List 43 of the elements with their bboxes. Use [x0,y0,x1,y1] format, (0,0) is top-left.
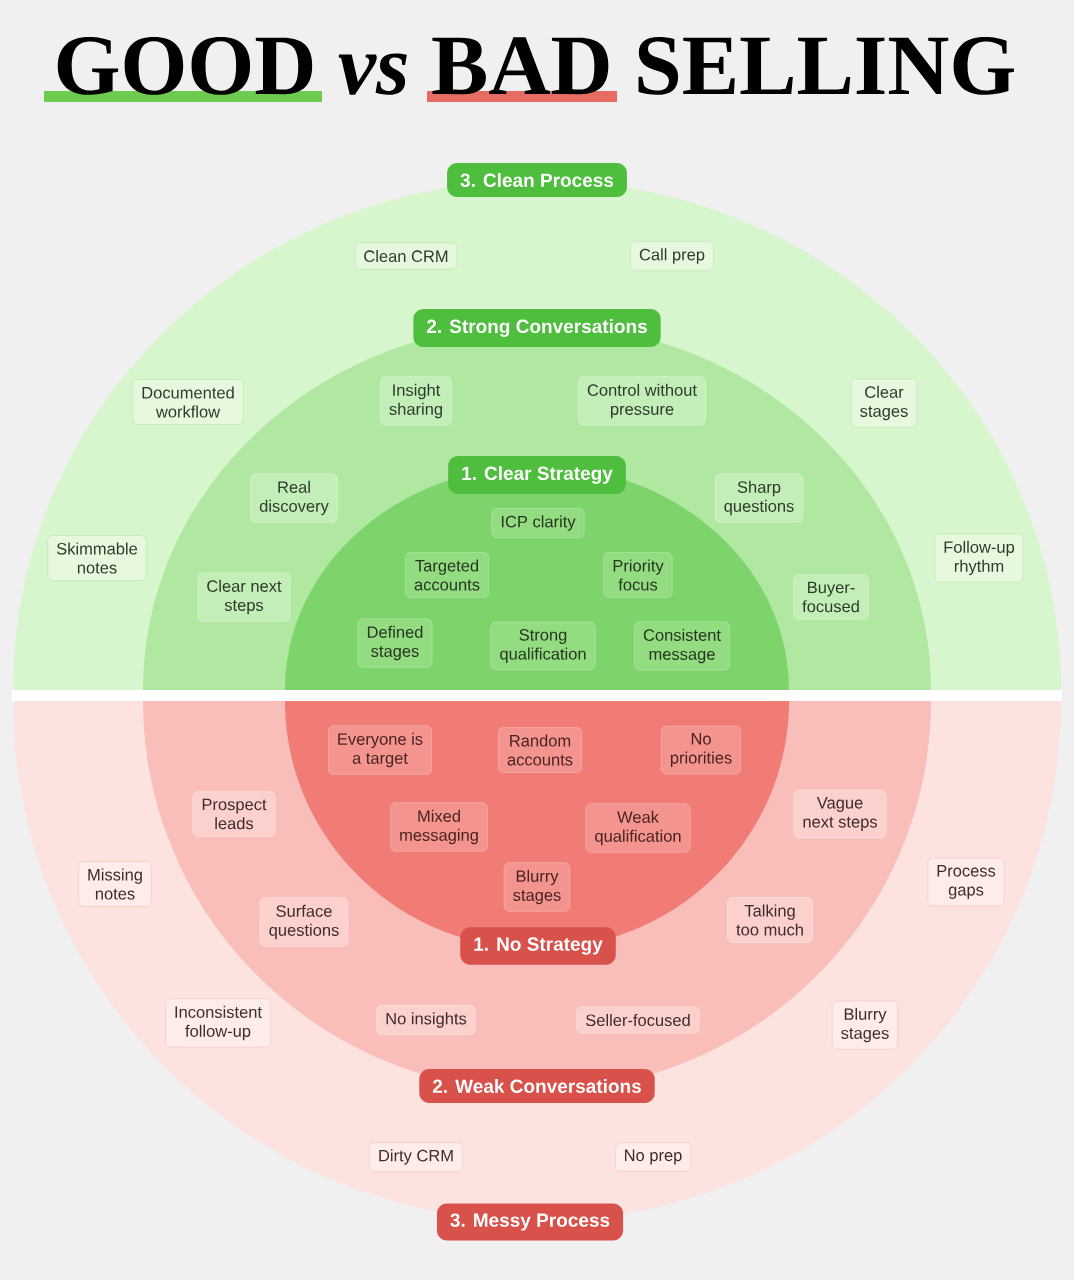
section-badge: 3. Clean Process [447,163,627,197]
item-box: Clear next steps [197,572,291,622]
item-box: No priorities [660,725,742,775]
item-box: Sharp questions [714,473,804,523]
title: GOOD vs BAD SELLING [57,37,1014,95]
item-box: No prep [614,1142,692,1172]
item-box: Surface questions [259,897,349,947]
section-badge: 1. Clear Strategy [448,456,626,494]
item-box: Weak qualification [585,803,691,853]
item-box: Missing notes [78,861,152,908]
item-box: Dirty CRM [369,1141,463,1173]
item-box: Clean CRM [354,242,458,270]
item-box: Targeted accounts [405,552,489,599]
item-box: Strong qualification [490,621,596,671]
section-badge: 2. Strong Conversations [413,309,661,347]
item-box: Follow-up rhythm [934,533,1024,583]
item-box: Vague next steps [793,789,887,839]
item-box: Real discovery [250,473,338,523]
item-box: Process gaps [927,857,1005,907]
item-box: No insights [376,1004,476,1036]
item-box: Control without pressure [578,376,706,426]
item-box: ICP clarity [491,507,585,539]
item-box: Priority focus [603,552,673,599]
item-box: Blurry stages [831,1000,899,1050]
item-box: Insight sharing [380,376,452,426]
item-box: Inconsistent follow-up [165,998,271,1048]
item-box: Everyone is a target [327,725,433,775]
item-box: Consistent message [634,621,730,671]
item-box: Mixed messaging [390,802,488,852]
item-box: Skimmable notes [47,535,147,582]
item-box: Prospect leads [192,791,276,837]
item-box: Documented workflow [132,379,244,425]
item-box: Seller-focused [576,1006,700,1034]
section-badge: 3. Messy Process [436,1203,624,1241]
item-box: Buyer-focused [793,574,869,620]
section-badge: 1. No Strategy [460,927,616,965]
item-box: Call prep [630,240,714,272]
item-box: Clear stages [850,378,918,428]
item-box: Blurry stages [503,862,571,912]
item-box: Talking too much [727,897,813,944]
item-box: Random accounts [498,727,582,774]
item-box: Defined stages [357,618,433,668]
section-badge: 2. Weak Conversations [419,1069,655,1103]
